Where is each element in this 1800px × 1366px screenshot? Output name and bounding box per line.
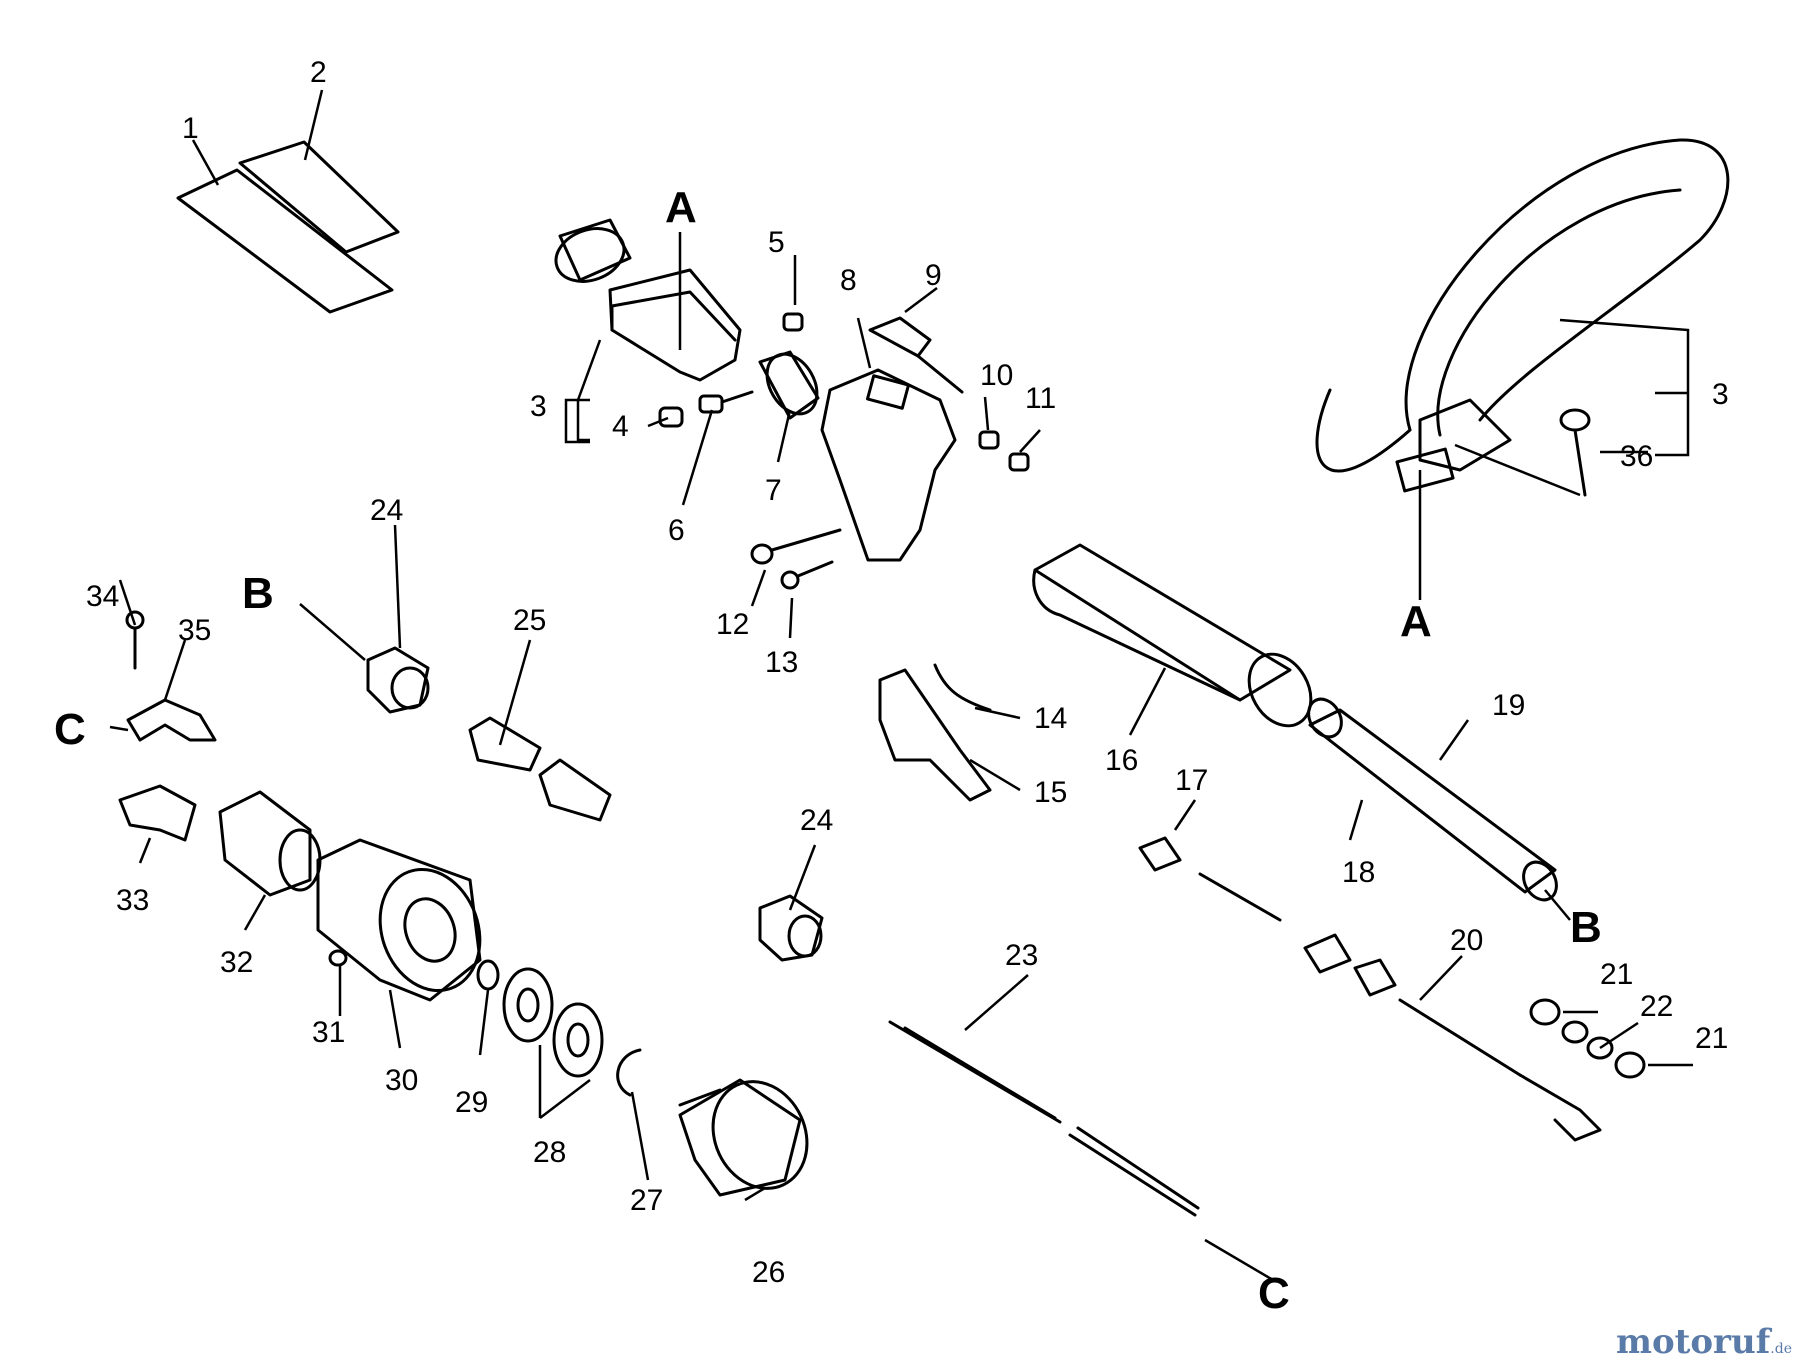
part-splined-shaft-25	[468, 716, 612, 822]
callout-3-left: 3	[530, 390, 547, 423]
callout-20: 20	[1450, 924, 1483, 957]
callout-18: 18	[1342, 856, 1375, 889]
part-bolts-12-13	[750, 528, 842, 590]
callout-36: 36	[1620, 440, 1653, 473]
part-trigger-15	[878, 663, 992, 802]
letter-b-left: B	[242, 569, 274, 618]
callout-19: 19	[1492, 689, 1525, 722]
callout-32: 32	[220, 946, 253, 979]
callout-3-right: 3	[1712, 378, 1729, 411]
letter-b-right: B	[1570, 903, 1602, 952]
callout-13: 13	[765, 646, 798, 679]
callout-2: 2	[310, 56, 327, 89]
callout-25: 25	[513, 604, 546, 637]
callout-15: 15	[1034, 776, 1067, 809]
callout-12: 12	[716, 608, 749, 641]
letter-c-left: C	[54, 705, 86, 754]
callout-23: 23	[1005, 939, 1038, 972]
part-throttle-housing	[820, 316, 964, 562]
part-screw-36	[1559, 408, 1591, 497]
part-drum-26	[678, 1078, 809, 1197]
callout-7: 7	[765, 474, 782, 507]
part-bolt-6	[698, 390, 754, 414]
callout-8: 8	[840, 264, 857, 297]
callout-22: 22	[1640, 990, 1673, 1023]
callout-27: 27	[630, 1184, 663, 1217]
watermark-tld: .de	[1770, 1341, 1792, 1357]
part-nuts-small	[658, 312, 1030, 472]
part-clamp-7	[758, 350, 820, 420]
callout-14: 14	[1034, 702, 1067, 735]
callout-5: 5	[768, 226, 785, 259]
part-housing-30-32	[218, 790, 482, 1002]
callout-31: 31	[312, 1016, 345, 1049]
callout-30: 30	[385, 1064, 418, 1097]
letter-a-right: A	[1400, 597, 1432, 646]
callout-34: 34	[86, 580, 119, 613]
callout-29: 29	[455, 1086, 488, 1119]
leader-lines	[109, 89, 1693, 1282]
callout-numbers: 1 2 3 4 5 6 7 8 9 10 11 12 13 14 15 16 1…	[86, 56, 1729, 1289]
callout-10: 10	[980, 359, 1013, 392]
part-loop-handle	[1315, 138, 1730, 493]
part-couplers-24	[366, 646, 824, 962]
callout-21-top: 21	[1600, 958, 1633, 991]
connection-letters: A A B B C C	[54, 183, 1602, 1318]
callout-24-bottom: 24	[800, 804, 833, 837]
part-grip-16	[1032, 543, 1313, 728]
letter-c-bottom: C	[1258, 1269, 1290, 1318]
callout-21-bottom: 21	[1695, 1022, 1728, 1055]
callout-16: 16	[1105, 744, 1138, 777]
part-clamps-33-35	[118, 610, 217, 842]
part-decals	[176, 140, 400, 314]
callout-33: 33	[116, 884, 149, 917]
callout-1: 1	[182, 112, 199, 145]
callout-28: 28	[533, 1136, 566, 1169]
watermark-logo: motoruf.de	[1616, 1322, 1792, 1362]
part-handle-bracket	[554, 218, 742, 382]
callout-26: 26	[752, 1256, 785, 1289]
callout-6: 6	[668, 514, 685, 547]
callout-24-top: 24	[370, 494, 403, 527]
callout-9: 9	[925, 259, 942, 292]
part-bearings-27-29	[476, 959, 642, 1097]
part-drive-shaft-23	[888, 1020, 1200, 1217]
part-cable-20	[1138, 836, 1602, 1142]
callout-11: 11	[1025, 382, 1056, 415]
callout-17: 17	[1175, 764, 1208, 797]
callout-4: 4	[612, 410, 629, 443]
watermark-main: motoruf	[1616, 1322, 1771, 1362]
part-nuts-21-22	[1529, 998, 1646, 1079]
part-tube-19	[1307, 697, 1558, 902]
letter-a-top: A	[665, 183, 697, 232]
callout-35: 35	[178, 614, 211, 647]
